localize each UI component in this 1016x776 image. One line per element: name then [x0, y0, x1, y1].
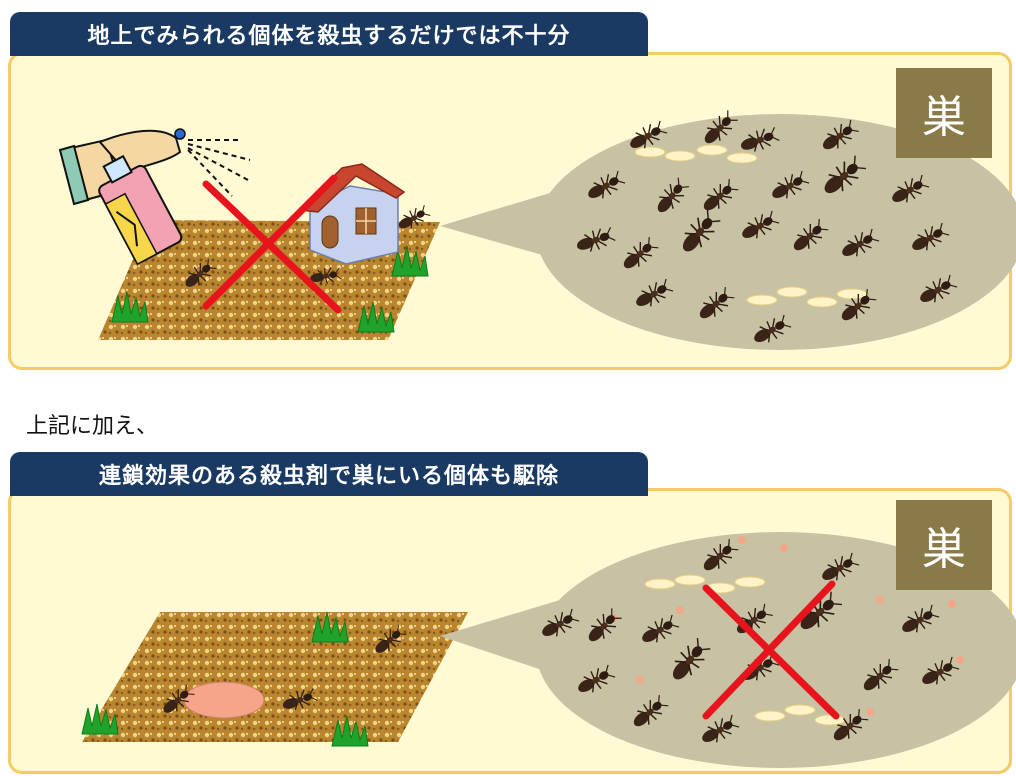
- nest-label: 巣: [896, 500, 992, 590]
- cross-mark-icon: [702, 580, 840, 720]
- cross-mark-icon: [202, 174, 342, 314]
- section1-title: 地上でみられる個体を殺虫するだけでは不十分: [10, 12, 648, 56]
- nest-bubble-tail: [440, 190, 560, 260]
- bait-icon: [183, 681, 265, 719]
- nest-bubble-tail: [440, 600, 560, 676]
- section2-title: 連鎖効果のある殺虫剤で巣にいる個体も駆除: [10, 452, 648, 496]
- house-icon: [298, 163, 406, 265]
- caption-text: 上記に加え、: [26, 414, 159, 439]
- spray-can-icon: [58, 128, 251, 266]
- ground-patch: [82, 612, 468, 742]
- nest-label: 巣: [896, 68, 992, 158]
